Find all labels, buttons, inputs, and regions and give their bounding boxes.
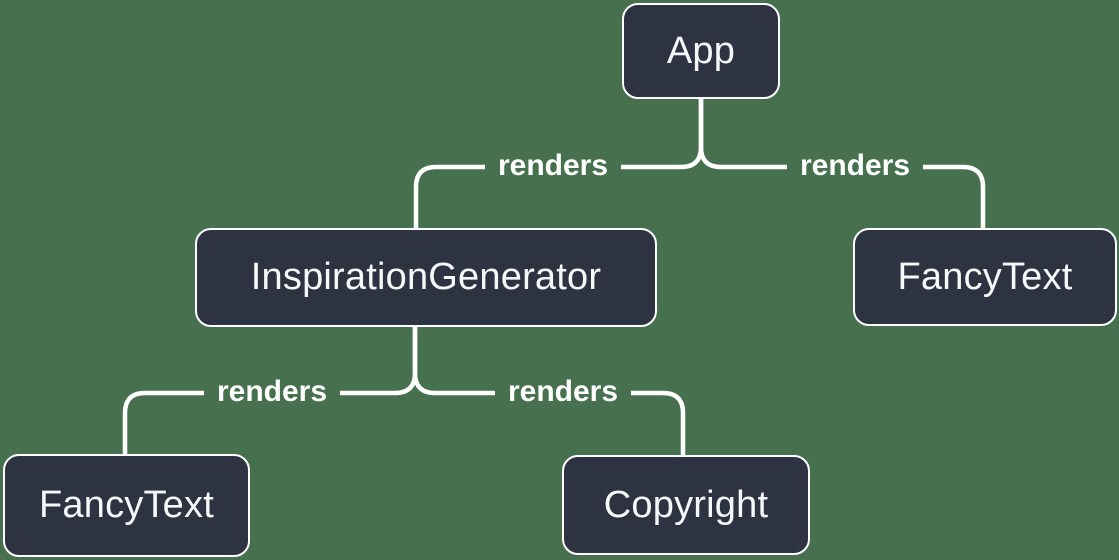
tree-node-fancy-text-right: FancyText [853,228,1117,326]
node-label-app: App [666,29,736,72]
tree-node-fancy-text-left: FancyText [3,454,250,557]
node-label-fancy-text-left: FancyText [39,484,214,526]
tree-node-inspiration-generator: InspirationGenerator [195,228,657,327]
edge-label-renders-app-fancytext: renders [786,148,924,184]
node-label-copyright: Copyright [603,483,769,526]
edge-label-renders-app-inspirationgenerator: renders [484,148,622,184]
node-label-fancy-text-right: FancyText [897,255,1073,298]
tree-node-copyright: Copyright [562,455,810,555]
tree-node-app: App [622,3,780,99]
edge-label-renders-inspirationgenerator-copyright: renders [494,374,632,410]
edge-label-renders-inspirationgenerator-fancytext: renders [203,374,341,410]
node-label-inspiration-generator: InspirationGenerator [250,256,602,298]
